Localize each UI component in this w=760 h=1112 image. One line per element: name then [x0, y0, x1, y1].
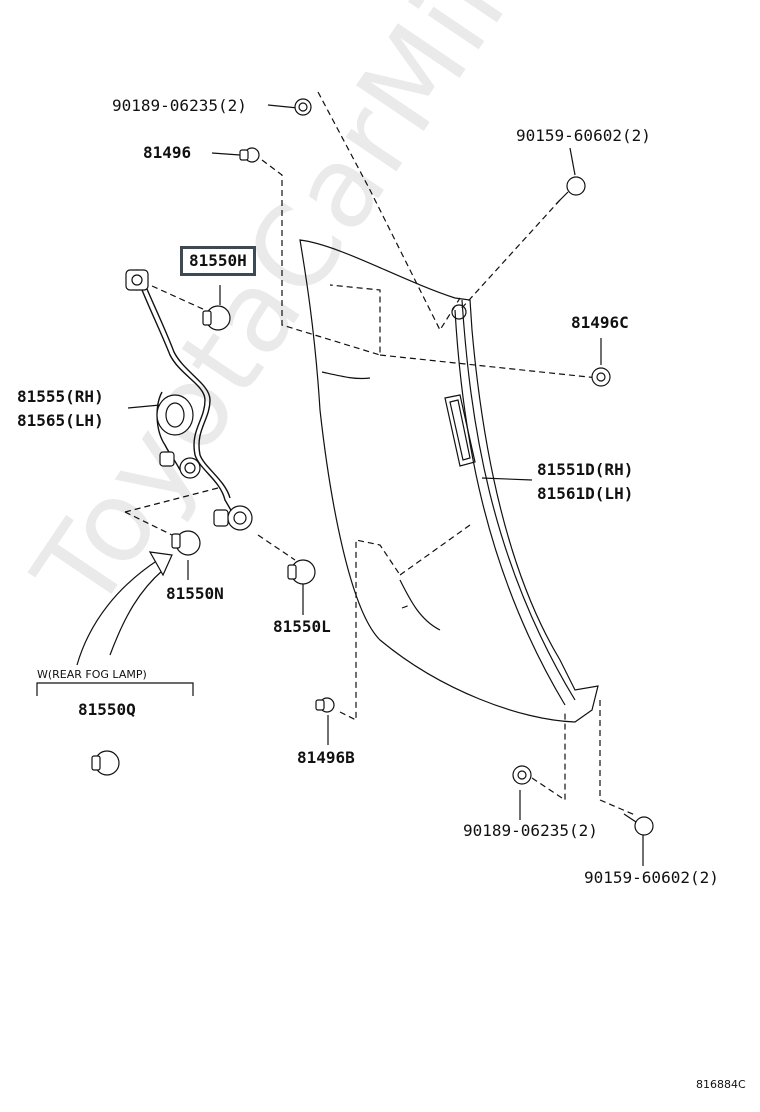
- label-90159-bottom: 90159-60602(2): [584, 868, 719, 887]
- nut-90189-bottom-shape: [512, 765, 532, 785]
- diagram-code: 816884C: [696, 1078, 746, 1091]
- boss-top: [451, 304, 467, 320]
- bulb-81550Q-shape: [91, 750, 120, 776]
- label-90189-top: 90189-06235(2): [112, 96, 247, 115]
- screw-90159-top-shape: [555, 176, 586, 205]
- wire-harness: [139, 284, 233, 513]
- label-81550H-highlighted[interactable]: 81550H: [180, 246, 256, 276]
- label-90189-bottom: 90189-06235(2): [463, 821, 598, 840]
- lamp-housing-slot: [444, 394, 476, 467]
- socket-top: [125, 269, 149, 291]
- label-81550Q: 81550Q: [78, 700, 136, 719]
- label-81561D: 81561D(LH): [537, 484, 634, 503]
- label-81550L: 81550L: [273, 617, 331, 636]
- label-81551D: 81551D(RH): [537, 460, 634, 479]
- lamp-reflector-line: [321, 371, 371, 380]
- lamp-reflector-line-2: [399, 579, 441, 631]
- nut-90189-top-shape: [294, 98, 312, 116]
- label-81496: 81496: [143, 143, 192, 162]
- lamp-housing-slot-inner: [449, 399, 471, 461]
- bulb-81550H-shape: [202, 305, 231, 331]
- label-variant-rear-fog: W(REAR FOG LAMP): [37, 668, 147, 681]
- label-81496C: 81496C: [571, 313, 629, 332]
- lamp-housing-inner-edge-2: [454, 309, 566, 706]
- clip-81496-shape: [239, 147, 260, 163]
- socket-lower: [213, 505, 253, 531]
- label-81565: 81565(LH): [17, 411, 104, 430]
- bulb-81550L-shape: [287, 559, 316, 585]
- clip-81496B-shape: [315, 697, 335, 713]
- label-81555: 81555(RH): [17, 387, 104, 406]
- lamp-housing-outline: [299, 239, 599, 723]
- screw-90159-bottom-shape: [623, 813, 654, 836]
- lamp-housing-inner-edge: [461, 299, 576, 701]
- socket-middle: [156, 394, 201, 479]
- label-81550N: 81550N: [166, 584, 224, 603]
- label-90159-top: 90159-60602(2): [516, 126, 651, 145]
- bulb-81550N-shape: [171, 530, 201, 556]
- clip-81496C-shape: [591, 367, 611, 387]
- label-81496B: 81496B: [297, 748, 355, 767]
